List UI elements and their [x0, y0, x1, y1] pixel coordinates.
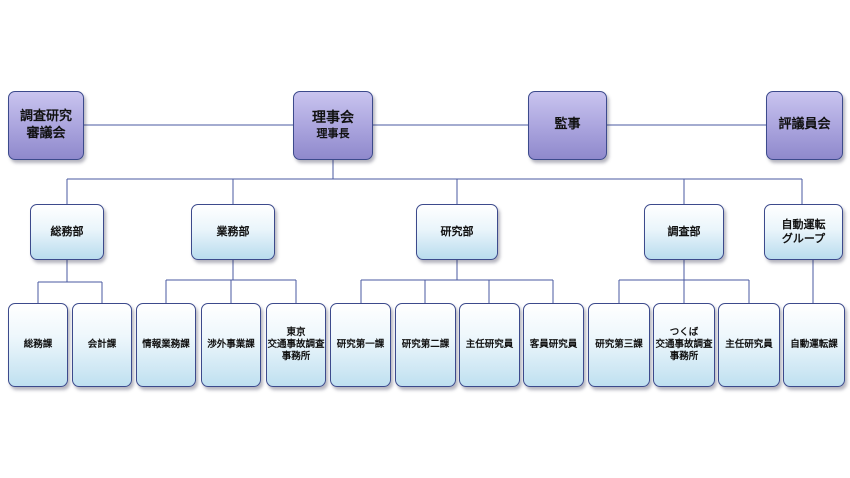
section-chief-researcher-1-label: 主任研究員 — [465, 339, 514, 351]
councillors-label: 評議員会 — [778, 117, 831, 133]
section-visiting-researcher[interactable]: 客員研究員 — [523, 303, 584, 387]
dept-investigation[interactable]: 調査部 — [644, 204, 724, 260]
section-general-affairs[interactable]: 総務課 — [8, 303, 68, 387]
section-research-1[interactable]: 研究第一課 — [330, 303, 391, 387]
section-tsukuba-office[interactable]: つくば 交通事故調査 事務所 — [653, 303, 715, 387]
section-external-affairs-label: 渉外事業課 — [207, 339, 255, 351]
research-council-box[interactable]: 調査研究 審議会 — [8, 91, 84, 160]
dept-general-affairs[interactable]: 総務部 — [30, 204, 104, 260]
section-info-operations-label: 情報業務課 — [142, 339, 190, 351]
section-research-3-label: 研究第三課 — [595, 339, 643, 351]
section-research-2-label: 研究第二課 — [401, 339, 450, 351]
section-accounting[interactable]: 会計課 — [72, 303, 132, 387]
board-chair-label: 理事長 — [316, 127, 350, 141]
board-box[interactable]: 理事会 理事長 — [293, 91, 373, 160]
dept-automated-driving-label: 自動運転 グループ — [781, 218, 826, 245]
section-visiting-researcher-label: 客員研究員 — [529, 339, 578, 351]
dept-research[interactable]: 研究部 — [416, 204, 498, 260]
dept-automated-driving[interactable]: 自動運転 グループ — [764, 204, 843, 260]
section-automated-driving[interactable]: 自動運転課 — [783, 303, 845, 387]
auditor-label: 監事 — [554, 117, 581, 133]
research-council-label: 調査研究 審議会 — [19, 109, 72, 141]
section-info-operations[interactable]: 情報業務課 — [136, 303, 196, 387]
auditor-box[interactable]: 監事 — [528, 91, 607, 160]
section-automated-driving-label: 自動運転課 — [790, 339, 838, 351]
section-tokyo-office[interactable]: 東京 交通事故調査 事務所 — [266, 303, 326, 387]
section-research-3[interactable]: 研究第三課 — [588, 303, 650, 387]
section-accounting-label: 会計課 — [87, 339, 117, 351]
board-title: 理事会 — [312, 109, 354, 126]
section-research-1-label: 研究第一課 — [336, 339, 385, 351]
dept-operations[interactable]: 業務部 — [191, 204, 275, 260]
dept-general-affairs-label: 総務部 — [50, 225, 84, 239]
section-chief-researcher-2[interactable]: 主任研究員 — [718, 303, 780, 387]
section-research-2[interactable]: 研究第二課 — [395, 303, 456, 387]
dept-operations-label: 業務部 — [216, 225, 250, 239]
section-tsukuba-office-label: つくば 交通事故調査 事務所 — [655, 327, 713, 362]
section-external-affairs[interactable]: 渉外事業課 — [201, 303, 261, 387]
section-tokyo-office-label: 東京 交通事故調査 事務所 — [267, 327, 325, 362]
section-general-affairs-label: 総務課 — [23, 339, 53, 351]
section-chief-researcher-1[interactable]: 主任研究員 — [459, 303, 520, 387]
section-chief-researcher-2-label: 主任研究員 — [725, 339, 773, 351]
dept-investigation-label: 調査部 — [667, 225, 701, 239]
dept-research-label: 研究部 — [440, 225, 474, 239]
councillors-box[interactable]: 評議員会 — [766, 91, 843, 160]
